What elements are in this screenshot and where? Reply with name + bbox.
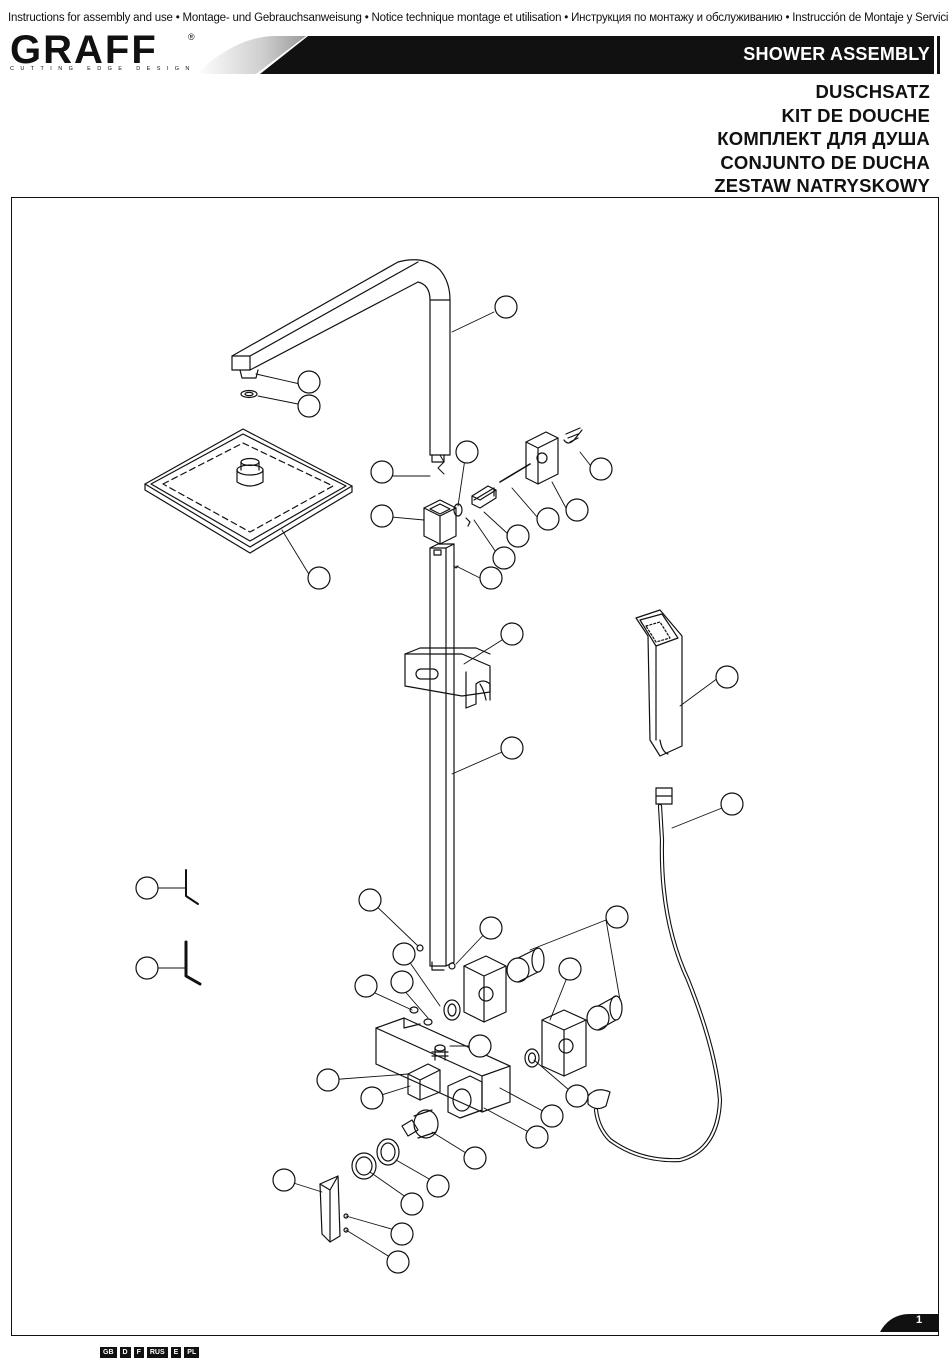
registered-mark: ®: [188, 32, 195, 42]
lang-badge: E: [170, 1347, 182, 1358]
page-title: SHOWER ASSEMBLY: [743, 44, 930, 64]
brand-name: GRAFF: [10, 28, 158, 72]
callout-bubble: [565, 1084, 589, 1108]
callout-bubble: [479, 916, 503, 940]
arm-washer: [240, 389, 258, 399]
callout-bubble: [297, 370, 321, 394]
title-es: CONJUNTO DE DUCHA: [720, 151, 930, 173]
callout-bubble: [506, 524, 530, 548]
rain-shower-head: [144, 428, 353, 554]
callout-bubble: [400, 1192, 424, 1216]
callout-bubble: [386, 1250, 410, 1274]
cartridge: [351, 1109, 439, 1180]
callout-bubble: [455, 440, 479, 464]
callout-bubble: [605, 905, 629, 929]
callout-bubble: [135, 956, 159, 980]
hex-keys: [184, 869, 202, 986]
lang-badge: D: [119, 1347, 131, 1358]
callout-bubble: [360, 1086, 384, 1110]
callout-bubble: [316, 1068, 340, 1092]
page-tab: [880, 1314, 938, 1332]
lang-badge: F: [133, 1347, 144, 1358]
callout-bubble: [370, 460, 394, 484]
shower-arm: [231, 259, 451, 463]
callout-bubble: [272, 1168, 296, 1192]
lang-badge: PL: [184, 1347, 200, 1358]
callout-bubble: [358, 888, 382, 912]
title-fr: KIT DE DOUCHE: [781, 104, 930, 126]
translated-titles: DUSCHSATZ KIT DE DOUCHE КОМПЛЕКТ ДЛЯ ДУШ…: [714, 80, 930, 198]
callout-bubble: [297, 394, 321, 418]
page-number: 1: [916, 1314, 923, 1326]
slider-holder: [404, 647, 491, 709]
callout-bubble: [525, 1125, 549, 1149]
callout-bubble: [426, 1174, 450, 1198]
callout-bubble: [492, 546, 516, 570]
callout-bubble: [479, 566, 503, 590]
callout-bubble: [558, 957, 582, 981]
title-pl: ZESTAW NATRYSKOWY: [714, 175, 930, 196]
callout-bubble: [589, 457, 613, 481]
brand-tagline: CUTTING EDGE DESIGN: [10, 66, 196, 72]
title-ru: КОМПЛЕКТ ДЛЯ ДУША: [717, 128, 930, 149]
callout-bubble: [500, 622, 524, 646]
diagram-frame: [11, 197, 939, 1336]
callout-bubble: [500, 736, 524, 760]
callout-bubble: [135, 876, 159, 900]
callout-bubble: [463, 1146, 487, 1170]
mixer-body: [375, 1017, 511, 1119]
callout-bubble: [720, 792, 744, 816]
brand-logo: GRAFF ® CUTTING EDGE DESIGN: [10, 30, 196, 72]
lang-badge: GB: [100, 1347, 117, 1358]
lang-badge: RUS: [146, 1347, 168, 1358]
callout-bubble: [494, 295, 518, 319]
callout-bubble: [715, 665, 739, 689]
callout-bubble: [390, 970, 414, 994]
callout-bubble: [307, 566, 331, 590]
slide-bar: [429, 543, 455, 971]
hand-shower: [635, 609, 683, 757]
callout-bubble: [540, 1104, 564, 1128]
wall-bracket: [423, 427, 583, 569]
instructions-line: Instructions for assembly and use • Mont…: [8, 12, 948, 24]
callout-circles: [135, 295, 744, 1274]
title-de: DUSCHSATZ: [815, 81, 930, 102]
callout-bubble: [468, 1034, 492, 1058]
callout-bubble: [370, 504, 394, 528]
lever-handle: [319, 1175, 349, 1243]
header-bar: [196, 36, 940, 74]
language-badges: GB D F RUS E PL: [100, 1347, 200, 1358]
wall-connectors: [409, 944, 623, 1077]
callout-bubble: [354, 974, 378, 998]
callout-bubble: [565, 498, 589, 522]
shower-hose: [587, 787, 723, 1163]
callout-bubble: [390, 1222, 414, 1246]
callout-bubble: [536, 507, 560, 531]
callout-bubble: [392, 942, 416, 966]
